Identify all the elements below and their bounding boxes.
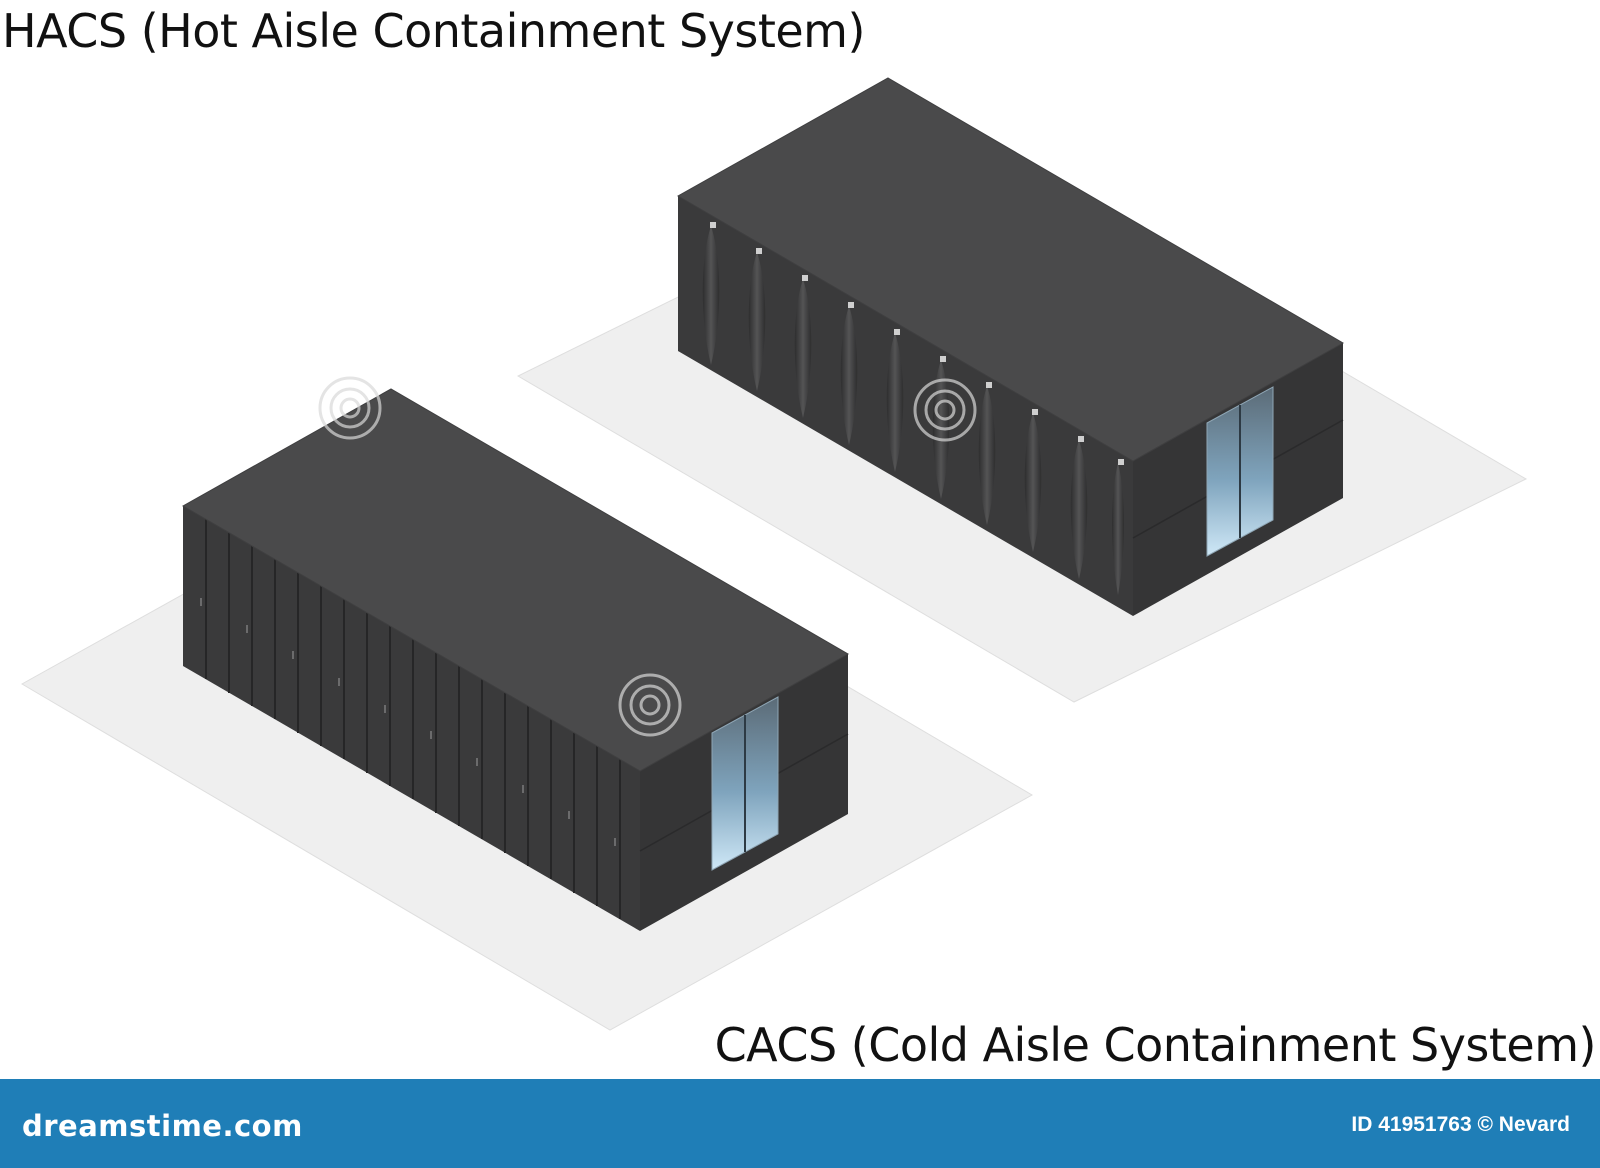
cacs-unit bbox=[20, 388, 1034, 1031]
footer-logo[interactable]: dreamstime.com bbox=[22, 1109, 303, 1143]
cacs-cabinet-handles bbox=[200, 598, 616, 846]
cacs-roof bbox=[181, 388, 850, 772]
hacs-front-face bbox=[678, 196, 1133, 616]
watermark-swirls bbox=[318, 376, 977, 737]
hacs-title: HACS (Hot Aisle Containment System) bbox=[2, 4, 865, 58]
footer-bar: dreamstime.com ID 41951763 © Nevard bbox=[0, 1079, 1600, 1168]
hacs-cabinet-lobes bbox=[702, 226, 1124, 595]
cacs-cabinet-lines bbox=[205, 519, 621, 919]
cacs-title: CACS (Cold Aisle Containment System) bbox=[714, 1018, 1597, 1072]
hacs-cabinet-vents bbox=[710, 222, 1124, 465]
hacs-roof bbox=[676, 77, 1345, 462]
footer-credit: ID 41951763 © Nevard bbox=[1351, 1113, 1570, 1136]
hacs-unit bbox=[516, 77, 1528, 703]
